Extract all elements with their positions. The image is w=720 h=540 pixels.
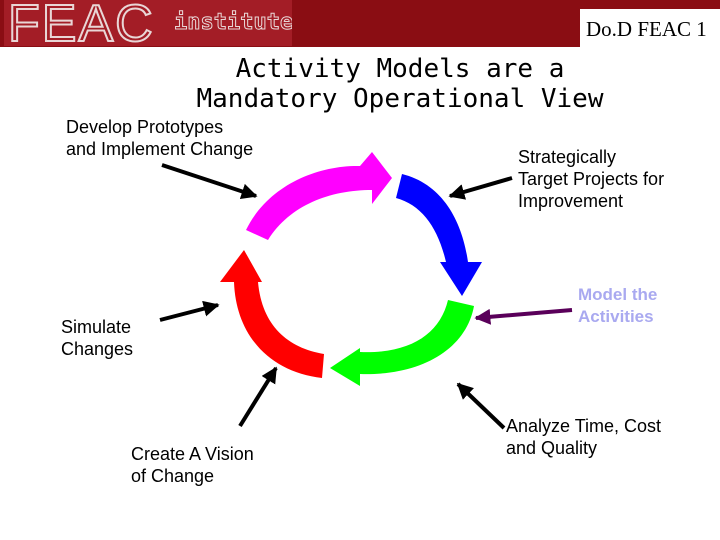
title-line-2: Mandatory Operational View (196, 84, 604, 114)
pointer-simulate (159, 300, 220, 322)
label-model-activities: Model the Activities (578, 285, 658, 326)
slide-badge: Do.D FEAC 1 (580, 9, 720, 47)
label-develop-prototypes: Develop Prototypes and Implement Change (66, 117, 254, 159)
green-arc (330, 300, 474, 386)
pointer-strategic (448, 176, 513, 200)
title-line-1: Activity Models are a (235, 54, 565, 84)
logo-institute-text: institute (173, 10, 292, 36)
pointer-develop (161, 163, 258, 200)
header-banner: FEAC institute Do.D FEAC 1 (0, 0, 720, 47)
red-arc (220, 250, 324, 378)
logo-feac-text: FEAC (7, 0, 155, 46)
pointer-vision (238, 366, 278, 428)
pointer-model (474, 308, 573, 325)
label-analyze-time-cost: Analyze Time, Cost and Quality (506, 416, 662, 458)
pointer-analyze (456, 382, 506, 430)
label-create-vision: Create A Vision of Change (131, 444, 254, 486)
label-simulate-changes: Simulate Changes (61, 317, 134, 359)
label-strategically-target: Strategically Target Projects for Improv… (518, 147, 665, 211)
slide-badge-label: Do.D FEAC 1 (586, 17, 707, 41)
feac-institute-logo: FEAC institute (4, 0, 292, 46)
blue-arc (396, 174, 482, 296)
slide-title: Activity Models are a Mandatory Operatio… (180, 54, 620, 114)
magenta-arc (246, 152, 392, 240)
